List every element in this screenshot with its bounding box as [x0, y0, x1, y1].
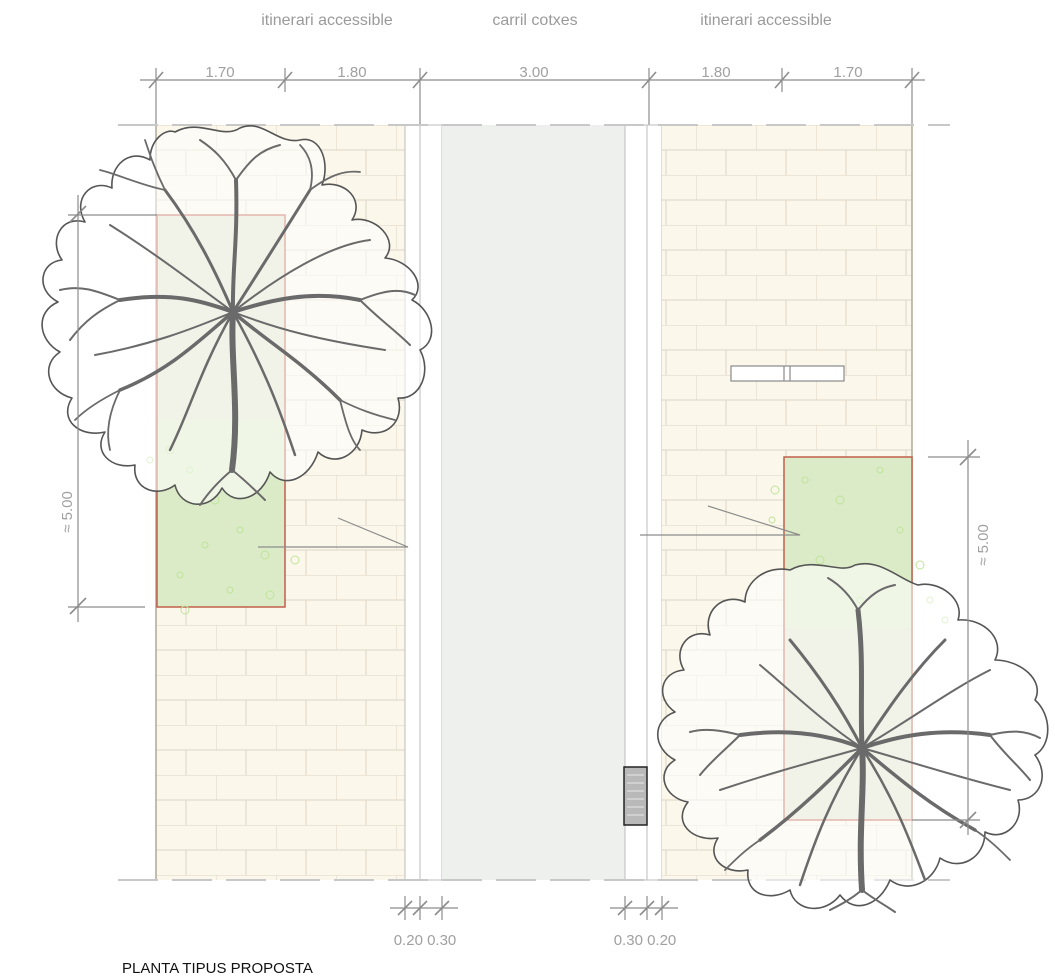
bottom-dimension-left: [390, 896, 458, 920]
bench: [730, 365, 845, 382]
dim-left-inner: 1.80: [337, 64, 366, 81]
dim-right-inner: 1.80: [701, 64, 730, 81]
dim-left-outer: 1.70: [205, 64, 234, 81]
header-left-sidewalk: itinerari accessible: [261, 12, 393, 29]
top-dimension-chain: [140, 68, 925, 125]
dim-right-outer: 1.70: [833, 64, 862, 81]
bottom-dim-left-label: 0.20 0.30: [394, 932, 457, 949]
right-planter-length: ≈ 5.00: [975, 524, 992, 566]
right-curb: [646, 124, 663, 881]
right-planter-dimension: [912, 440, 980, 835]
header-car-lane: carril cotxes: [492, 12, 577, 29]
bottom-dim-right-label: 0.30 0.20: [614, 932, 677, 949]
drain-grate: [623, 766, 648, 826]
section-limit-lines: [118, 124, 950, 881]
drawing-title: PLANTA TIPUS PROPOSTA: [122, 960, 313, 977]
bottom-dimension-right: [610, 896, 678, 920]
header-right-sidewalk: itinerari accessible: [700, 12, 832, 29]
right-tree-canopy: [657, 562, 1049, 913]
left-gutter: [419, 124, 443, 881]
dim-car-lane: 3.00: [519, 64, 548, 81]
left-planter-length: ≈ 5.00: [59, 491, 76, 533]
left-planter-dimension: [68, 195, 157, 622]
left-curb: [404, 124, 421, 881]
section-cut-lines: [258, 505, 801, 548]
left-tree-canopy: [41, 125, 433, 506]
car-lane-surface: [442, 125, 625, 880]
